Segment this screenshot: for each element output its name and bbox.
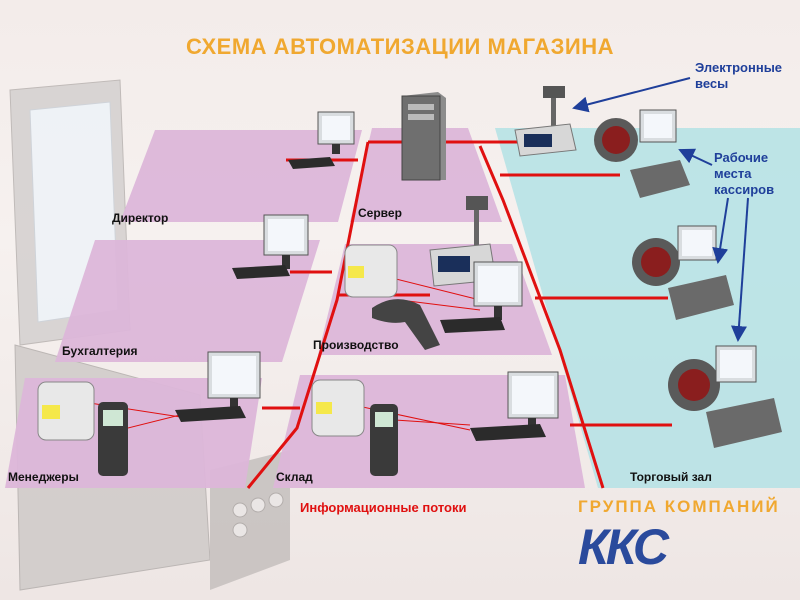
production-label-printer: [344, 244, 398, 298]
annotation-cashiers-line3: кассиров: [714, 182, 775, 197]
warehouse-data-terminal: [370, 404, 398, 476]
label-sales-floor: Торговый зал: [630, 470, 712, 484]
annotation-scales: Электронные весы: [695, 60, 782, 92]
accounting-computer: [232, 214, 309, 279]
zone-sales-floor: [495, 128, 800, 488]
warehouse-computer: [470, 371, 559, 441]
information-flow-lines: [246, 140, 672, 489]
annotation-arrows: [572, 77, 749, 342]
label-server: Сервер: [358, 206, 402, 220]
director-computer: [288, 111, 355, 169]
annotation-cashiers-line2: места: [714, 166, 752, 181]
production-scale: [429, 196, 497, 287]
sales-scale: [514, 86, 577, 157]
server-tower: [401, 92, 446, 181]
company-group-label: ГРУППА КОМПАНИЙ: [578, 497, 780, 516]
production-computer: [440, 261, 523, 333]
managers-data-terminal: [98, 402, 128, 476]
cashier-station-3: [668, 345, 782, 448]
annotation-scales-line1: Электронные: [695, 60, 783, 75]
managers-label-printer: [37, 381, 95, 441]
barcode-scanner: [372, 299, 440, 350]
managers-computer: [175, 351, 261, 422]
annotation-scales-line2: весы: [695, 76, 729, 91]
label-managers: Менеджеры: [8, 470, 79, 484]
warehouse-label-printer: [311, 379, 365, 437]
zone-director: [120, 130, 362, 222]
information-flows-label: Информационные потоки: [300, 500, 467, 515]
cashier-station-1: [594, 109, 690, 198]
label-warehouse: Склад: [276, 470, 313, 484]
company-logo: ККС: [578, 519, 669, 575]
cashier-station-2: [632, 225, 734, 320]
annotation-cashiers: Рабочие места кассиров: [714, 150, 774, 198]
page-title: СХЕМА АВТОМАТИЗАЦИИ МАГАЗИНА: [185, 34, 615, 59]
label-production: Производство: [313, 338, 399, 352]
label-accounting: Бухгалтерия: [62, 344, 138, 358]
label-director: Директор: [112, 211, 169, 225]
annotation-cashiers-line1: Рабочие: [714, 150, 769, 165]
